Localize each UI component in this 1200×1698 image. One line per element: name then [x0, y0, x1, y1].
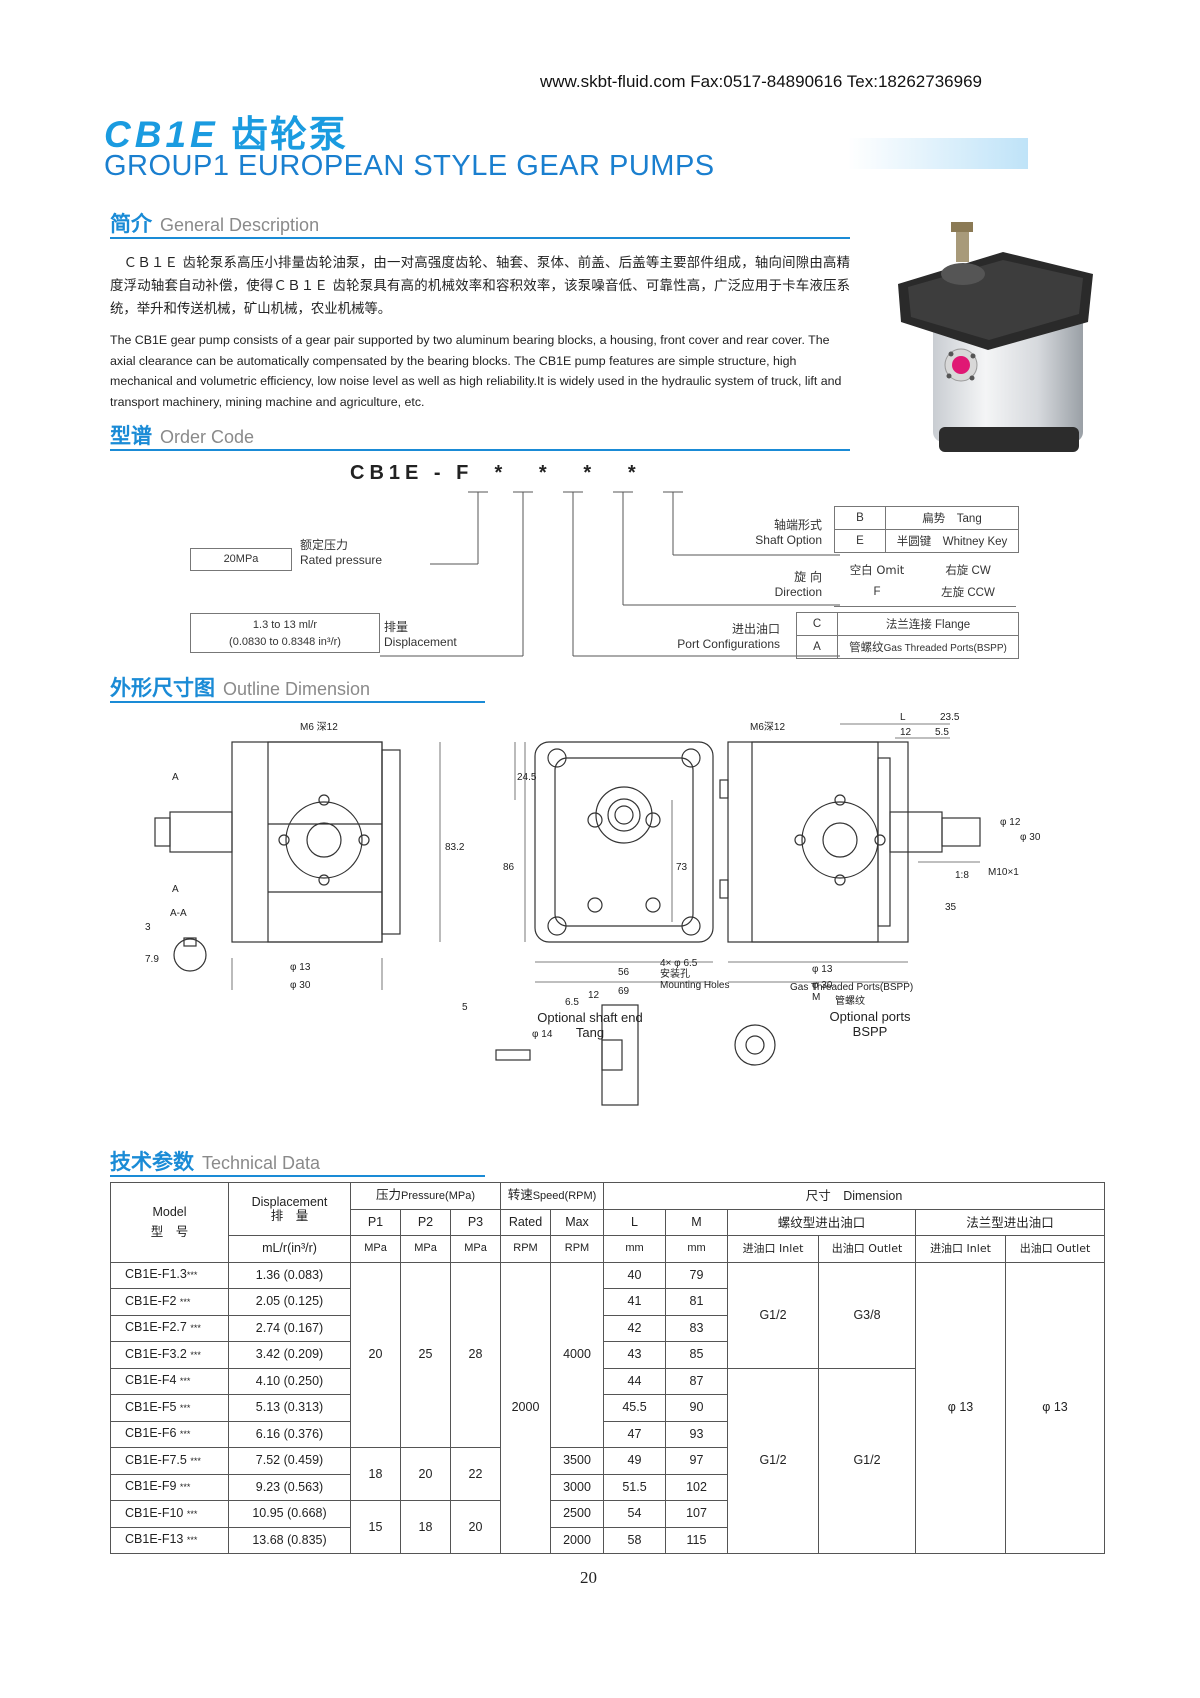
dim-label: 35	[945, 902, 957, 913]
optional-ports-caption: Optional ports BSPP	[829, 1009, 911, 1039]
dim-label: A	[172, 884, 179, 895]
order-code-string: CB1E - F * * * *	[350, 462, 641, 484]
pump-product-image	[898, 222, 1093, 452]
header-pressure: 压力Pressure(MPa)	[350, 1182, 501, 1210]
section-rule	[110, 449, 850, 451]
shaft-option-label: 轴端形式 Shaft Option	[755, 518, 822, 547]
dim-label: 5.5	[935, 727, 949, 738]
dim-label: M6 深12	[300, 721, 338, 733]
optional-shaft-caption: Optional shaft end Tang	[537, 1010, 643, 1040]
port-config-label: 进出油口 Port Configurations	[677, 622, 780, 651]
dim-label: 12	[588, 990, 600, 1001]
displacement-range: 1.3 to 13 ml/r (0.0830 to 0.8348 in³/r)	[190, 613, 380, 653]
section-rule	[110, 237, 850, 239]
dim-label: 5	[462, 1002, 468, 1013]
header-gradient-bar	[848, 138, 1028, 169]
contact-line: www.skbt-fluid.com Fax:0517-84890616 Tex…	[540, 72, 982, 91]
divider	[834, 606, 1016, 607]
table-row: CB1E-F7.5 *** 7.52 (0.459) 18 20 22 3500…	[110, 1447, 1105, 1501]
dim-label: 3	[145, 922, 151, 933]
table-row: CB1E-F1.3*** 1.36 (0.083) 20 25 28 2000 …	[110, 1261, 1105, 1554]
dim-label: 4× φ 6.5	[660, 958, 698, 969]
dim-label: 6.5	[565, 997, 579, 1008]
dim-label: Gas Threaded Ports(BSPP)	[790, 982, 913, 993]
page-title: CB1E 齿轮泵	[104, 104, 348, 158]
dim-label: 73	[676, 862, 688, 873]
shaft-option-table: B 扁势 Tang E 半圆键 Whitney Key	[834, 506, 1019, 553]
dim-label: Mounting Holes	[660, 980, 729, 991]
page-subtitle: GROUP1 EUROPEAN STYLE GEAR PUMPS	[104, 150, 715, 182]
title-zh: 齿轮泵	[230, 113, 348, 156]
rated-pressure-label: 额定压力 Rated pressure	[300, 538, 383, 567]
section-rule	[110, 1175, 485, 1177]
dim-label: 管螺纹	[835, 994, 865, 1007]
dim-label: L	[900, 712, 906, 723]
dim-label: φ 13	[812, 964, 833, 975]
dim-label: φ 13	[290, 962, 311, 973]
dim-label: 12	[900, 727, 912, 738]
order-code-leader-lines	[380, 491, 840, 657]
dim-label: M6深12	[750, 721, 785, 733]
model-name: CB1E	[104, 114, 219, 155]
table-row: CB1E-F10 *** 10.95 (0.668) 15 18 20 2500…	[110, 1500, 1105, 1554]
outline-dimension-drawing: M6 深12 A A A-A 3 7.9 φ 13 φ 30 83.2 86 2…	[145, 712, 1041, 1106]
page-number: 20	[580, 1568, 597, 1587]
dim-label: φ 30	[1020, 832, 1041, 843]
dim-label: A-A	[170, 908, 187, 919]
direction-label: 旋 向 Direction	[774, 570, 822, 599]
dim-label: φ 30	[812, 980, 833, 991]
displacement-label: 排量 Displacement	[384, 620, 457, 649]
dim-label: 24.5	[517, 772, 537, 783]
rated-pressure-value: 20MPa	[190, 548, 292, 571]
direction-table: 空白 Omit 右旋 CW F 左旋 CCW	[849, 563, 995, 599]
description-en: The CB1E gear pump consists of a gear pa…	[110, 333, 842, 409]
dim-label: 69	[618, 986, 630, 997]
dim-label: 83.2	[445, 842, 465, 853]
dim-label: 23.5	[940, 712, 960, 723]
section-rule	[110, 701, 485, 703]
dim-label: M10×1	[988, 867, 1019, 878]
dim-label: 1:8	[955, 870, 969, 881]
header-dimension: 尺寸 Dimension	[603, 1182, 1105, 1210]
description-zh: ＣＢ１Ｅ 齿轮泵系高压小排量齿轮油泵，由一对高强度齿轮、轴套、泵体、前盖、后盖等…	[110, 256, 850, 317]
dim-label: φ 14	[532, 1029, 553, 1040]
dim-label: φ 30	[290, 980, 311, 991]
dim-label: 86	[503, 862, 515, 873]
dim-label: 安装孔	[660, 967, 690, 980]
dim-label: 7.9	[145, 954, 159, 965]
dim-label: φ 12	[1000, 817, 1021, 828]
dim-label: M	[812, 992, 820, 1003]
port-config-table: C 法兰连接 Flange A 管螺纹Gas Threaded Ports(BS…	[796, 612, 1019, 659]
header-speed: 转速Speed(RPM)	[500, 1182, 604, 1210]
dim-label: A	[172, 772, 179, 783]
dim-label: 56	[618, 967, 630, 978]
